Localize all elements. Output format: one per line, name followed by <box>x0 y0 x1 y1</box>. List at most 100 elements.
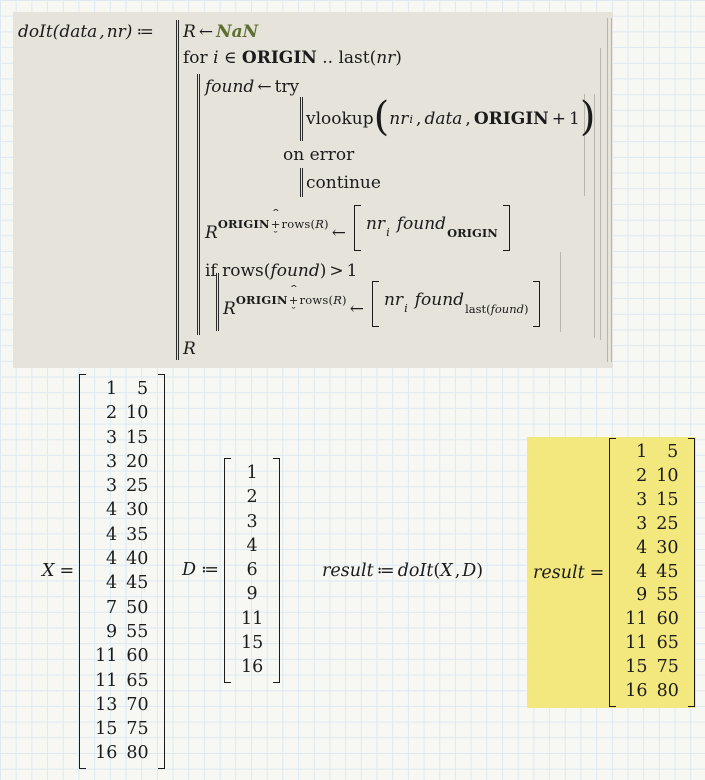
close-paren: ) <box>579 94 596 140</box>
matrix-cell: 60 <box>126 646 149 667</box>
matrix-cell: 16 <box>95 743 118 764</box>
matrix-cell: 11 <box>625 633 648 654</box>
program-closing-bar <box>560 252 561 332</box>
matrix-cell: 50 <box>126 597 149 618</box>
matrix-cell: 13 <box>95 694 118 715</box>
matrix-cell: 2 <box>106 403 118 424</box>
matrix-cell: 11 <box>95 670 118 691</box>
left-bracket <box>609 438 617 707</box>
matrix-row: 3 <box>240 510 264 534</box>
matrix-cell: 55 <box>656 585 679 606</box>
program-closing-bar <box>594 94 595 338</box>
matrix-cell: 55 <box>126 621 149 642</box>
result-definition[interactable]: result≔doIt(X,D) <box>322 561 484 581</box>
matrix-cell: 4 <box>106 549 118 570</box>
open-paren: ( <box>373 94 390 140</box>
program-bar-try <box>300 97 303 141</box>
matrix-cell: 4 <box>106 524 118 545</box>
matrix-cell: 15 <box>240 633 264 654</box>
stmt-if: if rows(found)>1 <box>205 261 358 281</box>
matrix-row: 4 40 <box>95 547 149 571</box>
matrix-row: 7 50 <box>95 596 149 620</box>
matrix-X-label: X <box>42 561 55 582</box>
matrix-cell: 70 <box>126 694 149 715</box>
matrix-cell: 40 <box>126 549 149 570</box>
matrix-row: 3 25 <box>625 513 679 537</box>
matrix-cell: 3 <box>106 451 118 472</box>
matrix-cell: 11 <box>240 608 264 629</box>
matrix-row: 9 <box>240 582 264 606</box>
matrix-cell: 75 <box>656 657 679 678</box>
matrix-cell: 3 <box>636 513 648 534</box>
matrix-cell: 80 <box>656 681 679 702</box>
matrix-cell: 6 <box>246 560 258 581</box>
matrix-row: 11 65 <box>95 669 149 693</box>
matrix-row: 6 <box>240 558 264 582</box>
matrix-cell: 9 <box>636 585 648 606</box>
matrix-cell: 20 <box>126 451 149 472</box>
equals-operator: = <box>589 562 605 583</box>
result-label: result <box>533 562 585 583</box>
stmt-try: found←try <box>205 77 300 97</box>
program-closing-bar <box>611 18 612 362</box>
matrix-cell: 15 <box>625 657 648 678</box>
matrix-cell: 15 <box>656 489 679 510</box>
matrix-cell: 11 <box>95 646 118 667</box>
matrix-cell: 15 <box>126 427 149 448</box>
matrix-cell: 30 <box>126 500 149 521</box>
matrix-cell: 3 <box>106 427 118 448</box>
matrix-cell: 30 <box>656 537 679 558</box>
right-bracket <box>273 458 281 683</box>
matrix-row: 2 10 <box>95 401 149 425</box>
matrix-row: 13 70 <box>95 693 149 717</box>
matrix-cell: 16 <box>240 657 264 678</box>
matrix-row: 9 55 <box>625 584 679 608</box>
matrix-cell: 45 <box>126 573 149 594</box>
matrix-cell: 10 <box>126 403 149 424</box>
matrix-row: 16 <box>240 655 264 679</box>
matrix-row: 3 25 <box>95 474 149 498</box>
right-bracket <box>157 374 165 769</box>
matrix-cell: 35 <box>126 524 149 545</box>
right-bracket <box>687 438 695 707</box>
program-closing-bar <box>607 18 608 362</box>
matrix-cell: 16 <box>625 681 648 702</box>
matrix-row: 2 <box>240 485 264 509</box>
left-bracket <box>79 374 87 769</box>
matrix-cell: 65 <box>656 633 679 654</box>
matrix-cell: 25 <box>126 476 149 497</box>
matrix-cell: 2 <box>636 465 648 486</box>
matrix-cell: 9 <box>246 584 258 605</box>
matrix-cell: 4 <box>636 561 648 582</box>
program-bar-for-body <box>197 74 200 335</box>
left-bracket <box>371 281 379 327</box>
matrix-row: 15 <box>240 631 264 655</box>
program-bar-if-body <box>216 273 219 331</box>
equals-operator: = <box>59 561 75 582</box>
matrix-row: 11 65 <box>625 632 679 656</box>
matrix-cell: 65 <box>126 670 149 691</box>
matrix-cell: 11 <box>625 609 648 630</box>
matrix-cell: 7 <box>106 597 118 618</box>
matrix-cell: 4 <box>246 535 258 556</box>
left-bracket <box>353 205 361 251</box>
matrix-cell: 25 <box>656 513 679 534</box>
matrix-row: 3 15 <box>95 426 149 450</box>
program-region-doIt[interactable]: doIt(data,nr)≔ R←NaN for i ∈ ORIGIN .. l… <box>13 12 613 368</box>
matrix-cell: 1 <box>106 379 118 399</box>
matrix-cell: 3 <box>106 476 118 497</box>
